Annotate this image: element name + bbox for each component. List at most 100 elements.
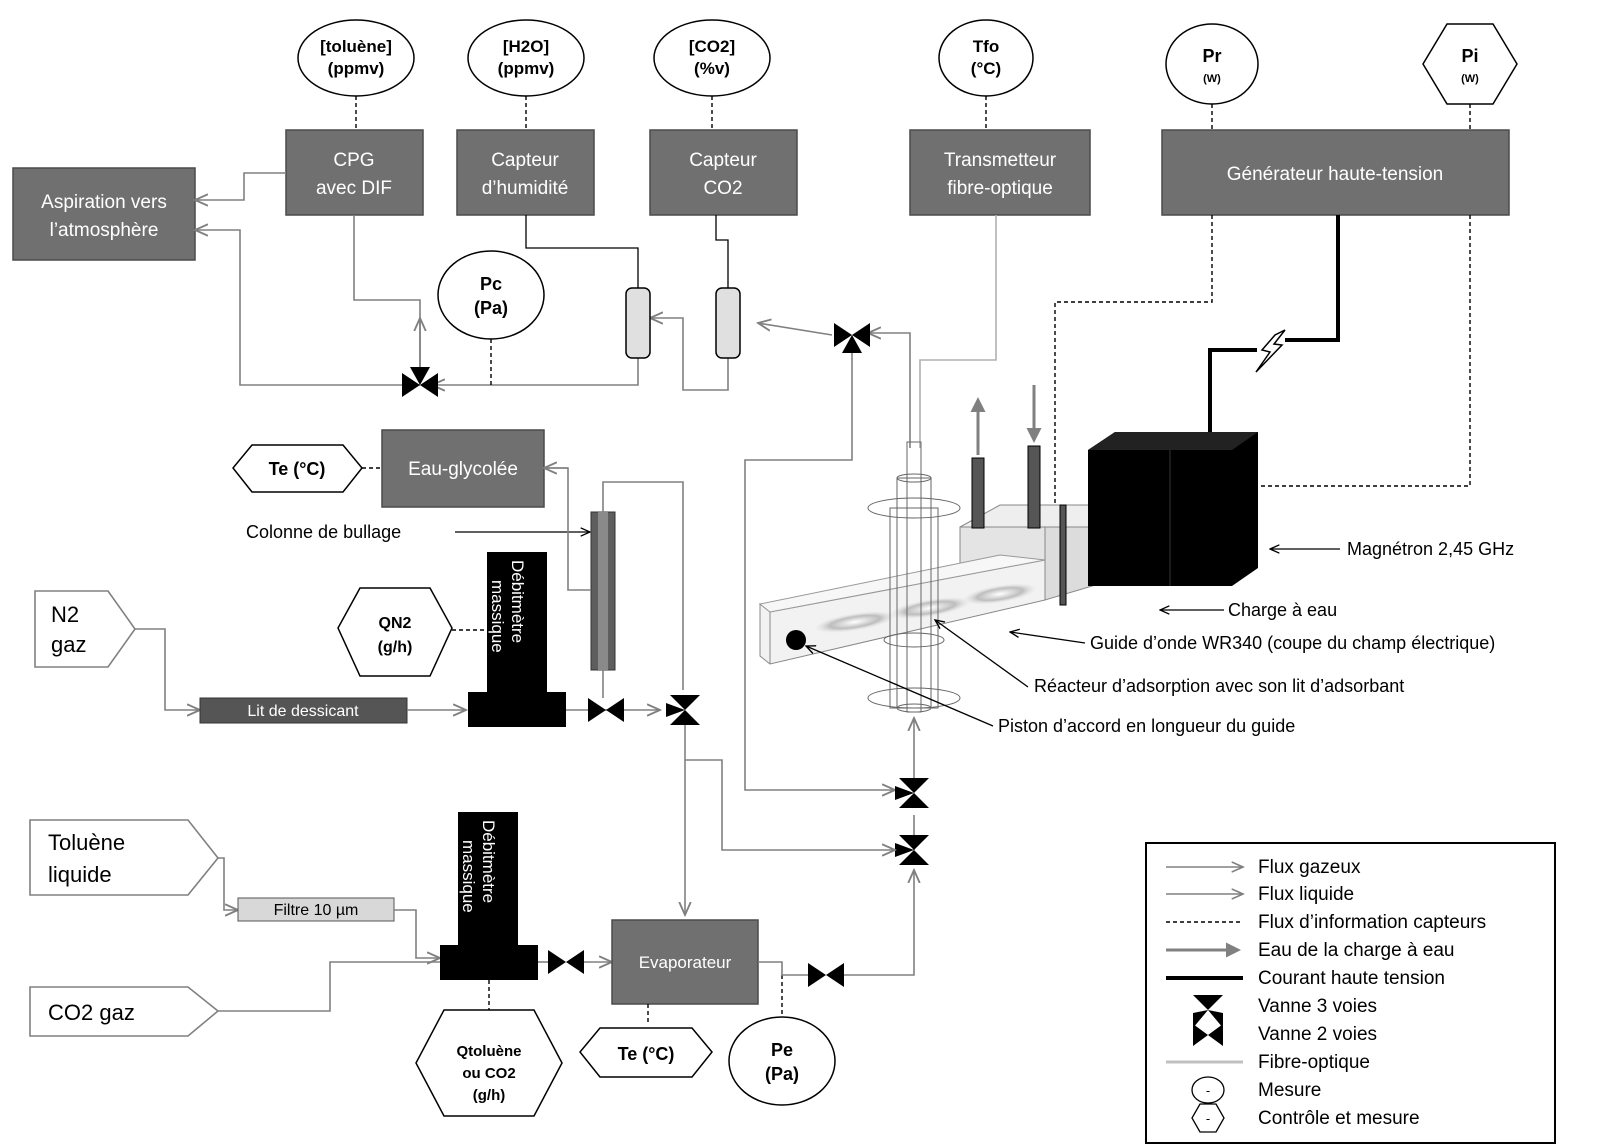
qtoluene-control: Qtoluène ou CO2 (g/h) — [415, 1009, 563, 1117]
pr-measure: Pr (W) — [1165, 23, 1259, 105]
fiber-transmitter-box: Transmetteur fibre-optique — [909, 129, 1091, 216]
humidity-cell — [625, 287, 651, 359]
legend-label-info: Flux d’information capteurs — [1258, 912, 1486, 933]
toluene-flow — [218, 857, 238, 910]
cpg-box: CPG avec DIF — [285, 129, 424, 216]
hv-current-line — [1208, 215, 1340, 432]
legend-label-liquid: Flux liquide — [1258, 884, 1354, 905]
gas-flow-top — [195, 172, 911, 790]
pi-control: Pi (W) — [1422, 23, 1518, 105]
legend-control-icon: - — [1191, 1103, 1225, 1133]
evaporator-label: Evaporateur — [639, 953, 732, 972]
legend-label-2way: Vanne 2 voies — [1258, 1024, 1377, 1045]
aspiration-label-1: Aspiration vers — [41, 192, 167, 213]
legend-label-3way: Vanne 3 voies — [1258, 996, 1377, 1017]
toluene-measure-label: [toluène] — [320, 37, 392, 56]
qn2-label: QN2 — [379, 615, 412, 632]
pc-measure-label: Pc — [480, 274, 502, 294]
evaporator-out-flow — [758, 870, 914, 987]
mass-flowmeter-toluene: Débitmètre massique — [440, 812, 538, 1010]
humidity-label-1: Capteur — [491, 150, 559, 171]
pi-control-unit: (W) — [1461, 73, 1479, 85]
flowmeter-n2-label-2: massique — [488, 580, 507, 653]
fiber-optic-line — [919, 215, 997, 448]
desiccant-label: Lit de dessicant — [247, 703, 359, 720]
filter-10um: Filtre 10 µm — [237, 897, 395, 922]
flowmeter-tol-label-1: Débitmètre — [479, 820, 498, 903]
mass-flowmeter-n2: Débitmètre massique — [468, 552, 566, 727]
te-control-bottom: Te (°C) — [579, 1027, 713, 1078]
lightning-icon — [1255, 329, 1286, 373]
toluene-measure-unit: (ppmv) — [328, 59, 385, 78]
three-way-valve-2 — [895, 835, 929, 865]
two-way-valve-evap-out-a — [808, 963, 826, 987]
filter-label: Filtre 10 µm — [274, 902, 359, 919]
aspiration-box: Aspiration vers l’atmosphère — [12, 167, 196, 261]
info-links-top — [355, 96, 1471, 130]
legend-measure-icon: - — [1191, 1076, 1225, 1104]
h2o-measure: [H2O] (ppmv) — [467, 19, 585, 97]
pr-measure-unit: (W) — [1203, 73, 1221, 85]
qtoluene-label-3: (g/h) — [473, 1087, 505, 1104]
pc-measure-unit: (Pa) — [474, 298, 508, 318]
co2-sensor-label-1: Capteur — [689, 150, 757, 171]
toluene-label-2: liquide — [48, 862, 112, 887]
three-way-valve-main — [666, 695, 700, 725]
annotation-magnetron: Magnétron 2,45 GHz — [1270, 539, 1514, 559]
n2-label-1: N2 — [51, 602, 79, 627]
piston-label: Piston d’accord en longueur du guide — [998, 716, 1295, 736]
aspiration-label-2: l’atmosphère — [50, 220, 159, 241]
bubbling-column — [544, 468, 684, 690]
humidity-label-2: d’humidité — [482, 178, 569, 199]
svg-text:-: - — [1206, 1083, 1210, 1098]
hv-generator-box: Générateur haute-tension — [1161, 129, 1510, 216]
three-way-valve-1 — [895, 778, 929, 808]
pe-measure: Pe (Pa) — [728, 975, 836, 1106]
te-control-top: Te (°C) — [232, 444, 382, 493]
gas-flow-main — [685, 725, 895, 915]
toluene-label-1: Toluène — [48, 830, 125, 855]
n2-label-2: gaz — [51, 632, 86, 657]
qtoluene-label-2: ou CO2 — [462, 1065, 515, 1082]
two-way-valve-column — [588, 670, 624, 722]
annotation-water-load: Charge à eau — [1160, 600, 1337, 620]
co2-cell — [715, 287, 741, 359]
legend-label-hv: Courant haute tension — [1258, 968, 1445, 989]
evaporator-box: Evaporateur — [611, 919, 759, 1022]
legend-label-control: Contrôle et mesure — [1258, 1108, 1420, 1129]
toluene-input: Toluène liquide — [29, 819, 220, 896]
humidity-sensor-box: Capteur d’humidité — [456, 129, 595, 216]
annotation-reactor: Réacteur d’adsorption avec son lit d’ads… — [935, 620, 1404, 696]
pe-measure-unit: (Pa) — [765, 1064, 799, 1084]
three-way-valve-pc — [402, 367, 438, 397]
legend-label-measure: Mesure — [1258, 1080, 1321, 1101]
info-dashed-generator — [1054, 215, 1471, 525]
h2o-measure-unit: (ppmv) — [498, 59, 555, 78]
cpg-label-2: avec DIF — [316, 178, 392, 199]
desiccant-bed: Lit de dessicant — [199, 697, 408, 724]
flowmeter-n2-label-1: Débitmètre — [508, 560, 527, 643]
co2-gas-input: CO2 gaz — [29, 986, 220, 1037]
toluene-measure: [toluène] (ppmv) — [297, 19, 415, 97]
tfo-measure-unit: (°C) — [971, 59, 1001, 78]
legend-label-water: Eau de la charge à eau — [1258, 940, 1455, 961]
annotation-waveguide: Guide d’onde WR340 (coupe du champ élect… — [1010, 632, 1495, 653]
water-load-label: Charge à eau — [1228, 600, 1337, 620]
h2o-measure-label: [H2O] — [503, 37, 549, 56]
co2-measure: [CO2] (%v) — [653, 19, 771, 97]
annotation-piston: Piston d’accord en longueur du guide — [806, 646, 1295, 736]
pi-control-label: Pi — [1461, 46, 1478, 66]
flowmeter-tol-label-2: massique — [459, 840, 478, 913]
tfo-measure: Tfo (°C) — [938, 19, 1034, 97]
qn2-control: QN2 (g/h) — [337, 587, 487, 677]
glycol-box: Eau-glycolée — [381, 429, 545, 508]
transmitter-label-2: fibre-optique — [947, 178, 1053, 199]
svg-text:-: - — [1206, 1111, 1210, 1126]
waveguide-label: Guide d’onde WR340 (coupe du champ élect… — [1090, 633, 1495, 653]
pe-measure-label: Pe — [771, 1040, 793, 1060]
pr-measure-label: Pr — [1202, 46, 1221, 66]
co2-gas-label: CO2 gaz — [48, 1000, 135, 1025]
qn2-unit: (g/h) — [378, 639, 413, 656]
three-way-valve-reactor — [834, 323, 870, 353]
